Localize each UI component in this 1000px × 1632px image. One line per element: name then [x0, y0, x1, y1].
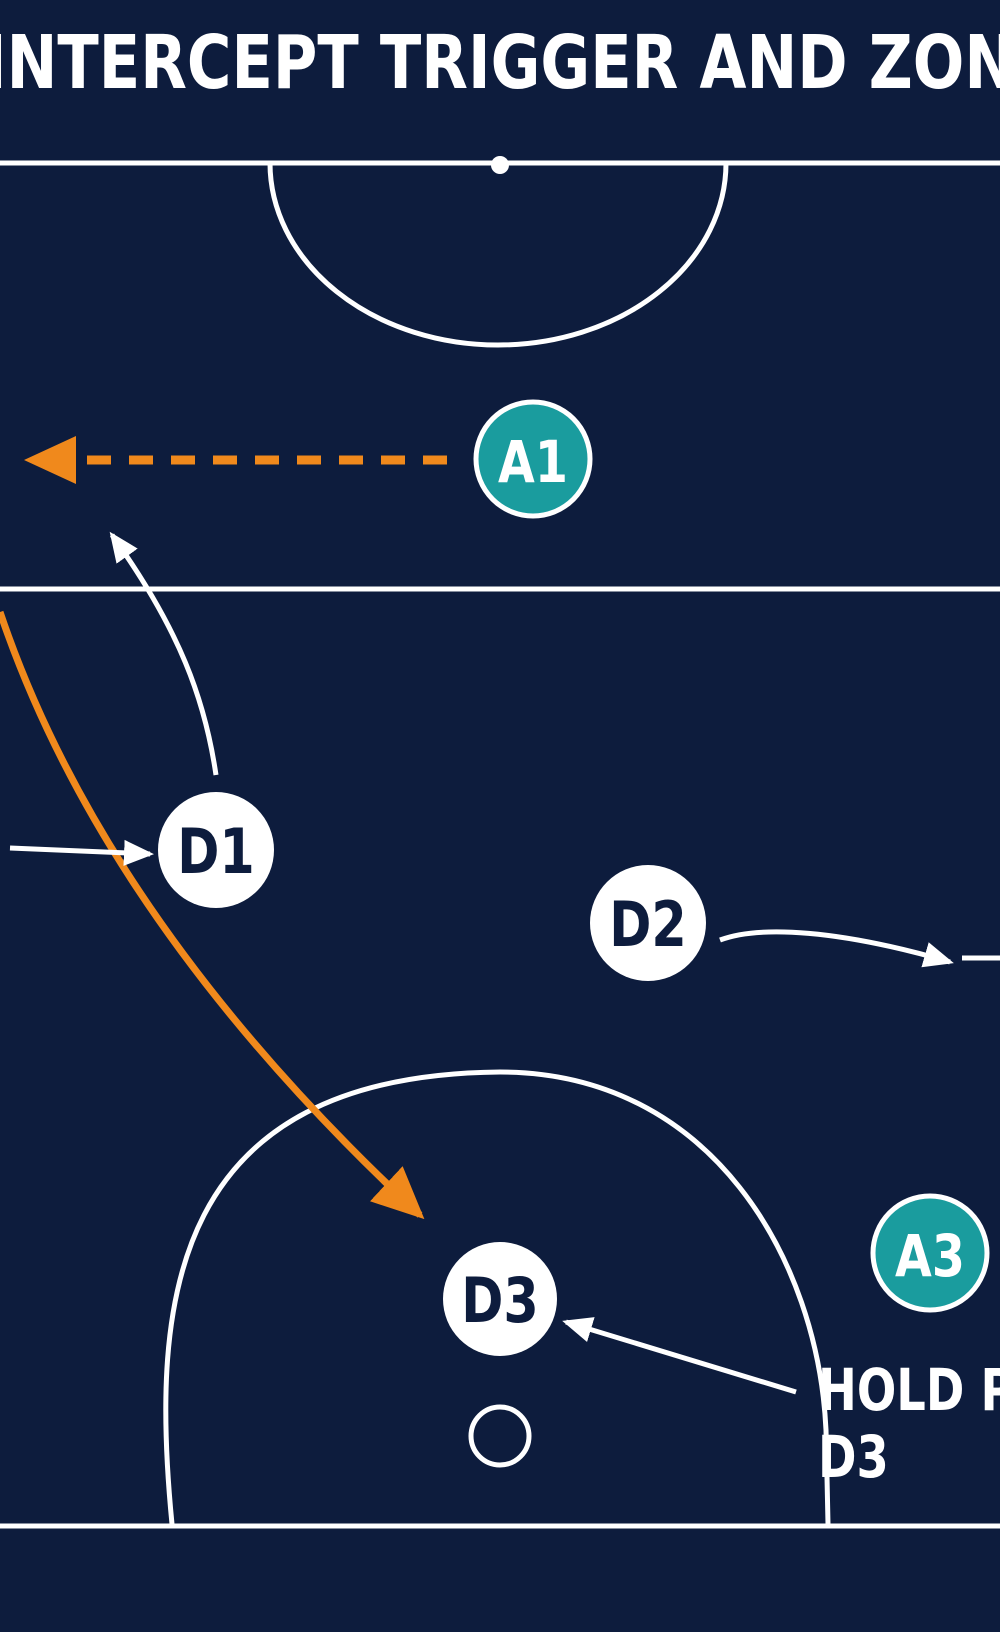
note-pointer-arrow: [562, 1317, 797, 1395]
pass-paths: [0, 436, 447, 1220]
d3-label: D3: [461, 1265, 539, 1337]
defender-d1[interactable]: D1: [158, 792, 274, 908]
attacker-a3[interactable]: A3: [870, 1193, 990, 1313]
top-shooting-circle: [267, 162, 729, 348]
d1-label: D1: [177, 816, 255, 888]
bottom-shooting-circle: [163, 1069, 831, 1525]
d2-move-arrow: [719, 929, 954, 968]
d1-entry-arrow: [9, 839, 154, 866]
hold-note-line2: D3: [818, 1424, 889, 1491]
goal-post-icon: [468, 1404, 532, 1468]
a3-label: A3: [895, 1222, 965, 1290]
centre-mark: [491, 156, 509, 174]
defender-d3[interactable]: D3: [443, 1242, 557, 1356]
hold-note: HOLD PO D3: [818, 1357, 1000, 1491]
diagram-title: INTERCEPT TRIGGER AND ZONE: [0, 20, 1000, 106]
d2-label: D2: [609, 889, 687, 961]
defender-d2[interactable]: D2: [590, 865, 706, 981]
intercept-path-arrow: [0, 610, 425, 1220]
a1-label: A1: [498, 428, 568, 496]
movement-arrows: [9, 531, 1000, 1395]
court-lines: [0, 160, 1000, 1529]
hold-note-line1: HOLD PO: [818, 1357, 1000, 1424]
attacker-a1[interactable]: A1: [473, 399, 593, 519]
d1-move-arrow: [109, 531, 219, 776]
